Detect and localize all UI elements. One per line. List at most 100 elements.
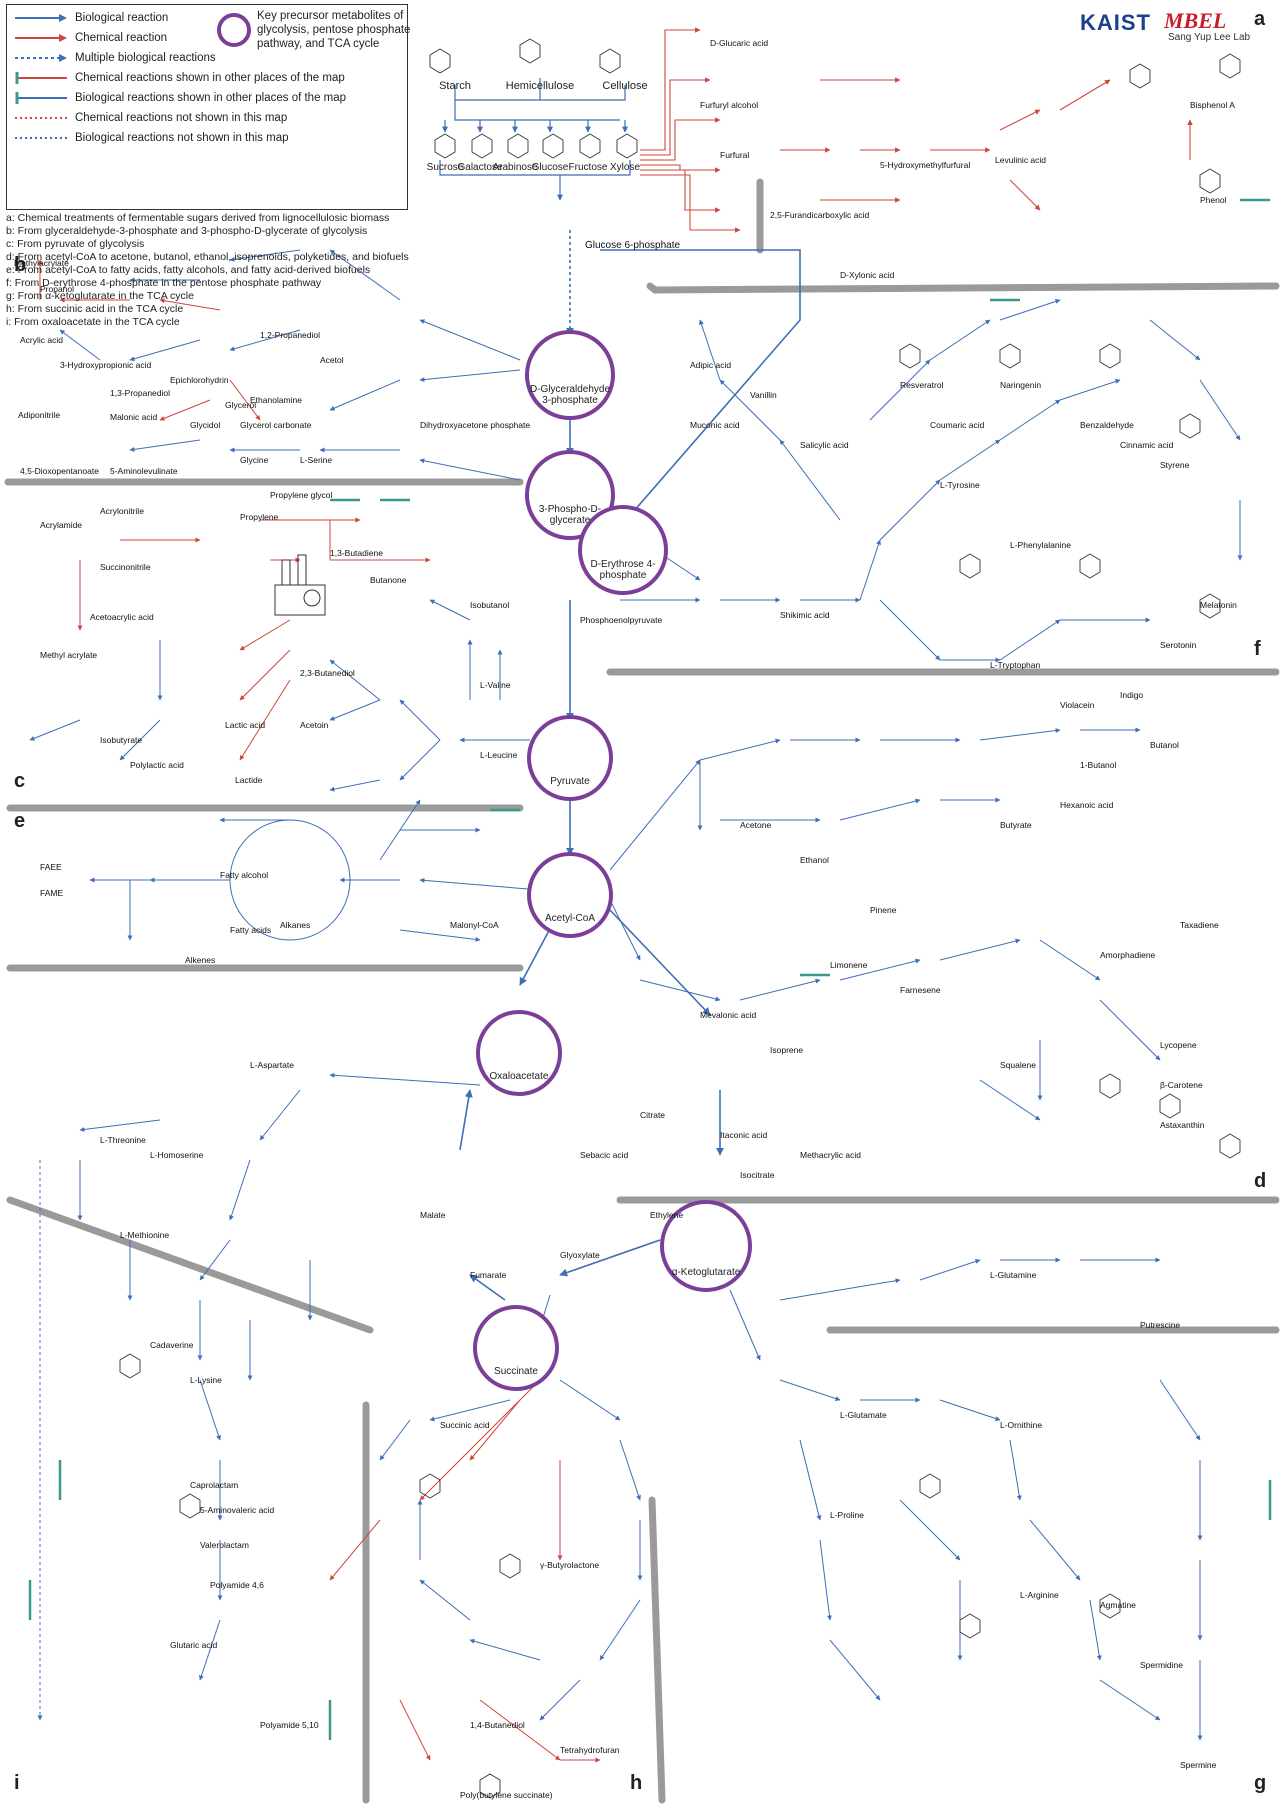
met-ethanolamine: Ethanolamine: [250, 395, 302, 405]
tee-markers: [28, 198, 1272, 1740]
met-serotonin: Serotonin: [1160, 640, 1197, 650]
met-5-aminolevulinate: 5-Aminolevulinate: [110, 466, 178, 476]
met-l-aspartate: L-Aspartate: [250, 1060, 294, 1070]
met-glycerol-carbonate: Glycerol carbonate: [240, 420, 312, 430]
hub-oxaloacetate: Oxaloacetate: [476, 1010, 562, 1096]
panel-c-bio: [29, 599, 530, 792]
panel-letter-g: g: [1254, 1772, 1267, 1794]
panel-notes: a: Chemical treatments of fermentable su…: [6, 212, 409, 329]
met-lactic-acid: Lactic acid: [225, 720, 266, 730]
met-dioxopentanoate: 4,5-Dioxopentanoate: [20, 466, 99, 476]
met-acetone: Acetone: [740, 820, 772, 830]
met-acrylonitrile: Acrylonitrile: [100, 506, 144, 516]
met-faee: FAEE: [40, 862, 62, 872]
panel-c-routes: [77, 517, 431, 761]
note-a: a: Chemical treatments of fermentable su…: [6, 212, 390, 224]
met-isoprene: Isoprene: [770, 1045, 804, 1055]
met-furfural: Furfural: [720, 150, 750, 160]
note-i: i: From oxaloacetate in the TCA cycle: [6, 316, 180, 328]
met-beta-carotene: β-Carotene: [1160, 1080, 1203, 1090]
panel-e-routes: [89, 799, 541, 942]
hub-erythrose-4-phosphate: D-Erythrose 4-phosphate: [578, 505, 668, 595]
panel-letter-b: b: [14, 254, 27, 276]
note-c: c: From pyruvate of glycolysis: [6, 238, 145, 250]
polysaccharide-cellulose: Cellulose: [602, 80, 648, 92]
panel-f-routes: [609, 299, 1243, 663]
met-isocitrate: Isocitrate: [740, 1170, 775, 1180]
panel-d-routes: [609, 727, 1161, 1121]
lab-logo: KAIST MBEL Sang Yup Lee Lab: [1080, 6, 1276, 46]
met-l-glutamate: L-Glutamate: [840, 1410, 887, 1420]
met-thf: Tetrahydrofuran: [560, 1745, 620, 1755]
met-benzaldehyde: Benzaldehyde: [1080, 420, 1134, 430]
met-cinnamic-acid: Cinnamic acid: [1120, 440, 1174, 450]
met-glyoxylate: Glyoxylate: [560, 1250, 600, 1260]
met-3hp: 3-Hydroxypropionic acid: [60, 360, 152, 370]
met-ethanol: Ethanol: [800, 855, 829, 865]
molecule-sketches: [119, 38, 1241, 1799]
met-epichlorohydrin: Epichlorohydrin: [170, 375, 229, 385]
met-butanol: Butanol: [1150, 740, 1179, 750]
hub-pyruvate: Pyruvate: [527, 715, 613, 801]
met-propylene: Propylene: [240, 512, 279, 522]
met-dhap: Dihydroxyacetone phosphate: [420, 420, 531, 430]
met-melatonin: Melatonin: [1200, 600, 1237, 610]
met-gbl: γ-Butyrolactone: [540, 1560, 600, 1570]
met-glycine: Glycine: [240, 455, 269, 465]
met-agmatine: Agmatine: [1100, 1600, 1136, 1610]
sugar-sucrose: Sucrose: [426, 162, 464, 173]
met-fdca: 2,5-Furandicarboxylic acid: [770, 210, 870, 220]
sugar-glucose: Glucose: [531, 162, 569, 173]
met-23-butanediol: 2,3-Butanediol: [300, 668, 355, 678]
met-glycerol: Glycerol: [225, 400, 257, 410]
met-13-butadiene: 1,3-Butadiene: [330, 548, 383, 558]
met-isobutyrate: Isobutyrate: [100, 735, 143, 745]
met-hmf: 5-Hydroxymethylfurfural: [880, 160, 971, 170]
met-glycidol: Glycidol: [190, 420, 221, 430]
met-acetol: Acetol: [320, 355, 344, 365]
met-d-xylonic-acid: D-Xylonic acid: [840, 270, 895, 280]
met-malonic-acid: Malonic acid: [110, 412, 158, 422]
met-lactide: Lactide: [235, 775, 263, 785]
met-naringenin: Naringenin: [1000, 380, 1042, 390]
met-pbs: Poly(butylene succinate): [460, 1790, 553, 1800]
met-l-glutamine: L-Glutamine: [990, 1270, 1037, 1280]
panel-h-chem: [329, 1379, 601, 1763]
panel-i-routes: [37, 1072, 481, 1721]
hub-glucose-6-phosphate: Glucose 6-phosphate: [585, 240, 681, 251]
met-sebacic-acid: Sebacic acid: [580, 1150, 629, 1160]
met-muconic-acid: Muconic acid: [690, 420, 740, 430]
met-putrescine: Putrescine: [1140, 1320, 1181, 1330]
met-succinonitrile: Succinonitrile: [100, 562, 151, 572]
sugar-galactose: Galactose: [457, 162, 503, 173]
met-propanol: Propanol: [40, 284, 75, 294]
met-mevalonic-acid: Mevalonic acid: [700, 1010, 757, 1020]
met-l-ornithine: L-Ornithine: [1000, 1420, 1043, 1430]
sugar-arabinose: Arabinose: [492, 162, 538, 173]
met-1-4-butanediol: 1,4-Butanediol: [470, 1720, 525, 1730]
met-methacrylic-acid: Methacrylic acid: [800, 1150, 861, 1160]
met-squalene: Squalene: [1000, 1060, 1036, 1070]
met-vanillin: Vanillin: [750, 390, 777, 400]
met-adiponitrile: Adiponitrile: [18, 410, 61, 420]
panel-letter-e: e: [14, 810, 26, 832]
panel-dividers: [4, 178, 1280, 1804]
met-5-aminovaleric-acid: 5-Aminovaleric acid: [200, 1505, 275, 1515]
met-resveratrol: Resveratrol: [900, 380, 944, 390]
legend: Biological reaction Chemical reaction Mu…: [6, 4, 410, 210]
chemical-plant-icon: [274, 554, 326, 616]
met-fatty-alcohol: Fatty alcohol: [220, 870, 269, 880]
met-spermidine: Spermidine: [1140, 1660, 1183, 1670]
hub-glyceraldehyde-3-phosphate: D-Glyceraldehyde 3-phosphate: [525, 330, 615, 420]
met-fatty-acids: Fatty acids: [230, 925, 272, 935]
panel-b-routes: [59, 249, 521, 481]
met-isobutanol: Isobutanol: [470, 600, 510, 610]
met-malonyl-coa: Malonyl-CoA: [450, 920, 499, 930]
panel-letter-d: d: [1254, 1170, 1267, 1192]
met-l-tyrosine: L-Tyrosine: [940, 480, 980, 490]
met-pinene: Pinene: [870, 905, 897, 915]
met-farnesene: Farnesene: [900, 985, 941, 995]
met-1-2-propanediol: 1,2-Propanediol: [260, 330, 321, 340]
met-fumarate: Fumarate: [470, 1270, 507, 1280]
kaist-logo: KAIST: [1080, 10, 1151, 35]
